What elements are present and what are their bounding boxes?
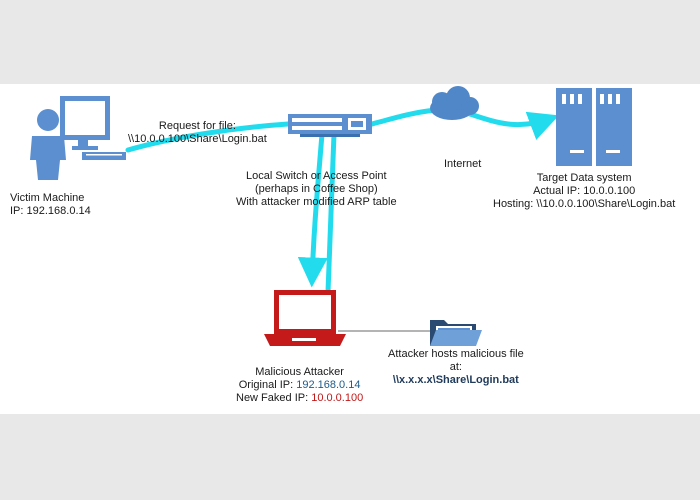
diagram-canvas: Victim Machine IP: 192.168.0.14 Request … [0,84,700,414]
request-labels: Request for file: \\10.0.0.100\Share\Log… [128,120,267,146]
request-path: \\10.0.0.100\Share\Login.bat [128,133,267,145]
attacker-labels: Malicious Attacker Original IP: 192.168.… [236,366,363,405]
cloud-icon [430,86,479,120]
attacker-original-ip-line: Original IP: 192.168.0.14 [236,379,363,392]
target-hosting-label: Hosting: [493,198,534,210]
target-hosting-line: Hosting: \\10.0.0.100\Share\Login.bat [493,198,675,211]
victim-ip-line: IP: 192.168.0.14 [10,205,91,218]
switch-line2: (perhaps in Coffee Shop) [254,183,378,195]
attacker-title: Malicious Attacker [255,366,344,378]
folder-icon [430,320,482,346]
victim-ip-value: 192.168.0.14 [26,205,91,217]
switch-to-attacker-arrow [297,131,328,288]
share-path: \\x.x.x.x\Share\Login.bat [392,374,519,386]
request-line1: Request for file: [158,120,236,132]
attacker-original-ip-label: Original IP: [238,379,294,391]
laptop-icon [264,290,346,346]
internet-label: Internet [444,158,482,170]
attacker-faked-ip-value: 10.0.0.100 [311,392,364,404]
share-labels: Attacker hosts malicious file at: \\x.x.… [388,348,524,387]
switch-line3: With attacker modified ARP table [236,196,397,208]
share-line1: Attacker hosts malicious file [388,348,524,360]
target-ip-line: Actual IP: 10.0.0.100 [493,185,675,198]
target-hosting-value: \\10.0.0.100\Share\Login.bat [536,198,676,210]
share-line2: at: [449,361,462,373]
target-ip-value: 10.0.0.100 [583,185,636,197]
attacker-to-switch-line [325,131,337,295]
victim-ip-label: IP: [10,205,24,217]
desktop-computer-icon [60,96,126,160]
attacker-faked-ip-label: New Faked IP: [236,392,309,404]
switch-labels: Local Switch or Access Point (perhaps in… [236,170,397,209]
server-icon [556,88,632,166]
target-title: Target Data system [536,172,632,184]
attacker-faked-ip-line: New Faked IP: 10.0.0.100 [236,392,363,405]
diagram-svg [30,86,632,346]
switch-line1: Local Switch or Access Point [245,170,387,182]
victim-to-switch-arrow [125,121,291,153]
person-icon [30,109,66,180]
victim-labels: Victim Machine IP: 192.168.0.14 [10,192,91,218]
target-ip-label: Actual IP: [533,185,581,197]
target-labels: Target Data system Actual IP: 10.0.0.100… [493,172,675,211]
attacker-original-ip-value: 192.168.0.14 [296,379,361,391]
victim-title: Victim Machine [10,192,85,204]
network-switch-icon [288,114,372,137]
